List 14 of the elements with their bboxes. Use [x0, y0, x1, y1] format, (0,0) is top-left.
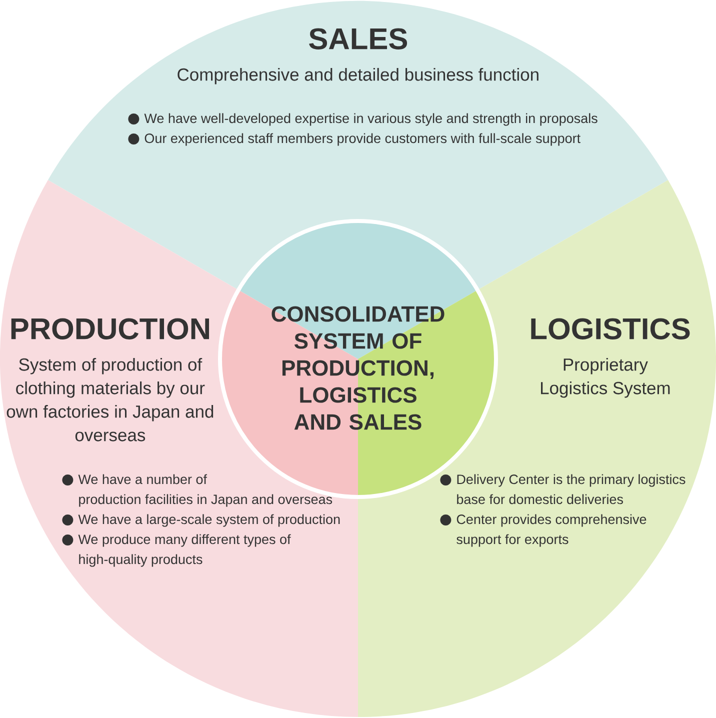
sales-sector: [48, 0, 668, 290]
sector-heading: SALES: [309, 28, 408, 50]
sector-subheading: Proprietary Logistics System: [541, 358, 670, 398]
bullet-item: Delivery Center is the primary logistics base for domestic deliveries: [457, 474, 686, 504]
sector-heading: PRODUCTION: [11, 318, 210, 340]
bullet-item: Our experienced staff members provide customers with full-scale support: [144, 133, 580, 146]
bullet-item: Center provides comprehensive support for exports: [456, 514, 646, 547]
sector-heading: LOGISTICS: [531, 318, 690, 340]
bullet-item: We have a large-scale system of production: [78, 514, 340, 527]
sector-subheading: Comprehensive and detailed business function: [178, 68, 538, 84]
bullet-item: We produce many different types of high-quality products: [78, 534, 291, 567]
sector-subheading: System of production of clothing materials by our own factories in Japan and overseas: [6, 358, 214, 442]
bullet-item: We have well-developed expertise in various style and strength in proposals: [144, 113, 598, 126]
bullet-item: We have a number of production facilities in Japan and overseas: [78, 474, 332, 507]
